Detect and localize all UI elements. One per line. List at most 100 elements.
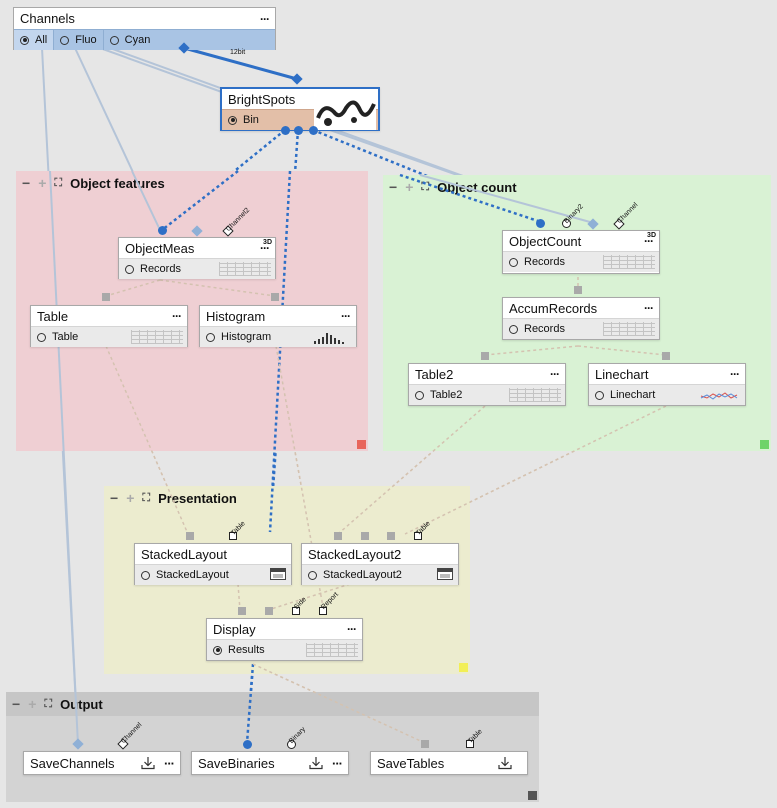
3d-badge: 3D <box>647 232 656 239</box>
expand-icon[interactable]: ⛶ <box>142 491 151 504</box>
ellipsis-icon[interactable]: ··· <box>332 755 343 771</box>
node-output-label: Results <box>228 644 265 656</box>
display-input-port[interactable] <box>319 607 327 615</box>
objectcount-input-port[interactable] <box>536 219 545 228</box>
expand-icon[interactable]: ⛶ <box>54 176 63 189</box>
brightspots-node[interactable]: BrightSpots ··· 3D Bin <box>220 87 380 131</box>
objectcount-input-port[interactable] <box>562 219 571 228</box>
node-output-label: Histogram <box>221 331 272 343</box>
savebinaries-input-port[interactable] <box>287 740 296 749</box>
minus-icon[interactable]: − <box>110 490 119 506</box>
expand-icon[interactable]: ⛶ <box>44 697 53 710</box>
table-node[interactable]: Table ··· Table <box>30 305 188 347</box>
radio-icon <box>37 332 46 342</box>
radio-icon <box>20 35 29 45</box>
display-input-port[interactable] <box>265 607 273 615</box>
table2-node[interactable]: Table2 ··· Table2 <box>408 363 566 406</box>
linechart-node[interactable]: Linechart ··· Linechart <box>588 363 746 406</box>
radio-icon <box>509 324 518 334</box>
minus-icon[interactable]: − <box>389 179 398 195</box>
ellipsis-icon[interactable]: ··· <box>260 11 270 26</box>
objectmeas-node[interactable]: ObjectMeas ··· 3D Records <box>118 237 276 279</box>
brightspots-output-label: Bin <box>243 114 259 126</box>
brightspots-output-port[interactable] <box>281 126 290 135</box>
download-icon[interactable] <box>497 756 513 770</box>
savechannels-node[interactable]: SaveChannels ··· <box>23 751 181 775</box>
ellipsis-icon[interactable]: ··· <box>644 234 654 248</box>
objectmeas-input-port[interactable] <box>158 226 167 235</box>
accumrecords-input-port[interactable] <box>574 286 582 294</box>
radio-icon <box>109 35 119 45</box>
radio-icon <box>595 390 604 400</box>
display-input-port[interactable] <box>238 607 246 615</box>
savetables-input-port[interactable] <box>466 740 474 748</box>
ellipsis-icon[interactable]: ··· <box>347 622 357 636</box>
node-title: StackedLayout <box>141 546 228 562</box>
ellipsis-icon[interactable]: ··· <box>164 755 175 771</box>
ellipsis-icon[interactable]: ··· <box>730 367 740 381</box>
table-thumbnail-icon <box>219 262 271 276</box>
stackedlayout2-input-port[interactable] <box>334 532 342 540</box>
stackedlayout2-node[interactable]: StackedLayout2 StackedLayout2 <box>301 543 459 585</box>
radio-icon <box>308 570 317 580</box>
ellipsis-icon[interactable]: ··· <box>644 301 654 315</box>
brightspots-input-port[interactable] <box>291 73 303 85</box>
table2-input-port[interactable] <box>481 352 489 360</box>
node-output-label: Table <box>52 331 79 343</box>
group-title: Output <box>60 696 103 712</box>
expand-icon[interactable]: ⛶ <box>421 180 430 193</box>
resize-handle[interactable] <box>760 440 769 449</box>
brightspots-output-port[interactable] <box>294 126 303 135</box>
savetables-input-port[interactable] <box>421 740 429 748</box>
minus-icon[interactable]: − <box>22 175 31 191</box>
stackedlayout2-input-port[interactable] <box>414 532 422 540</box>
plus-icon[interactable]: + <box>126 490 135 506</box>
plus-icon[interactable]: + <box>38 175 47 191</box>
channel-option-label: Fluo <box>75 34 97 46</box>
table-thumbnail-icon <box>306 643 358 657</box>
brightspots-output-port[interactable] <box>309 126 318 135</box>
3d-badge: 3D <box>263 239 272 246</box>
ellipsis-icon[interactable]: ··· <box>550 367 560 381</box>
stackedlayout-node[interactable]: StackedLayout StackedLayout <box>134 543 292 585</box>
channel-option-cyan[interactable]: Cyan <box>104 30 157 50</box>
channel-option-fluo[interactable]: Fluo <box>54 30 104 50</box>
node-title: SaveChannels <box>30 755 115 771</box>
group-output[interactable]: − + ⛶ Output <box>6 692 539 802</box>
plus-icon[interactable]: + <box>405 179 414 195</box>
plus-icon[interactable]: + <box>28 696 37 712</box>
resize-handle[interactable] <box>528 791 537 800</box>
download-icon[interactable] <box>140 756 156 770</box>
stackedlayout-input-port[interactable] <box>229 532 237 540</box>
node-output-label: Linechart <box>610 389 656 401</box>
download-icon[interactable] <box>308 756 324 770</box>
savetables-node[interactable]: SaveTables <box>370 751 528 775</box>
table-input-port[interactable] <box>102 293 110 301</box>
stackedlayout2-input-port[interactable] <box>361 532 369 540</box>
node-output-label: Records <box>140 263 181 275</box>
channel-option-all[interactable]: All <box>14 30 55 50</box>
histogram-input-port[interactable] <box>271 293 279 301</box>
resize-handle[interactable] <box>357 440 366 449</box>
ellipsis-icon[interactable]: ··· <box>260 241 270 255</box>
minus-icon[interactable]: − <box>12 696 21 712</box>
accumrecords-node[interactable]: AccumRecords ··· Records <box>502 297 660 340</box>
radio-icon <box>415 390 424 400</box>
savebinaries-input-port[interactable] <box>243 740 252 749</box>
histogram-node[interactable]: Histogram ··· Histogram <box>199 305 357 347</box>
linechart-input-port[interactable] <box>662 352 670 360</box>
savebinaries-node[interactable]: SaveBinaries ··· <box>191 751 349 775</box>
node-title: SaveTables <box>377 755 445 771</box>
node-title: ObjectCount <box>509 233 582 249</box>
stackedlayout2-input-port[interactable] <box>387 532 395 540</box>
ellipsis-icon[interactable]: ··· <box>341 309 351 323</box>
display-node[interactable]: Display ··· Results <box>206 618 363 661</box>
display-input-port[interactable] <box>292 607 300 615</box>
channels-node[interactable]: Channels ··· All Fluo Cyan <box>13 7 276 50</box>
table-thumbnail-icon <box>603 255 655 269</box>
objectcount-node[interactable]: ObjectCount ··· 3D Records <box>502 230 660 274</box>
resize-handle[interactable] <box>459 663 468 672</box>
stackedlayout-input-port[interactable] <box>186 532 194 540</box>
ellipsis-icon[interactable]: ··· <box>172 309 182 323</box>
table-thumbnail-icon <box>509 388 561 402</box>
